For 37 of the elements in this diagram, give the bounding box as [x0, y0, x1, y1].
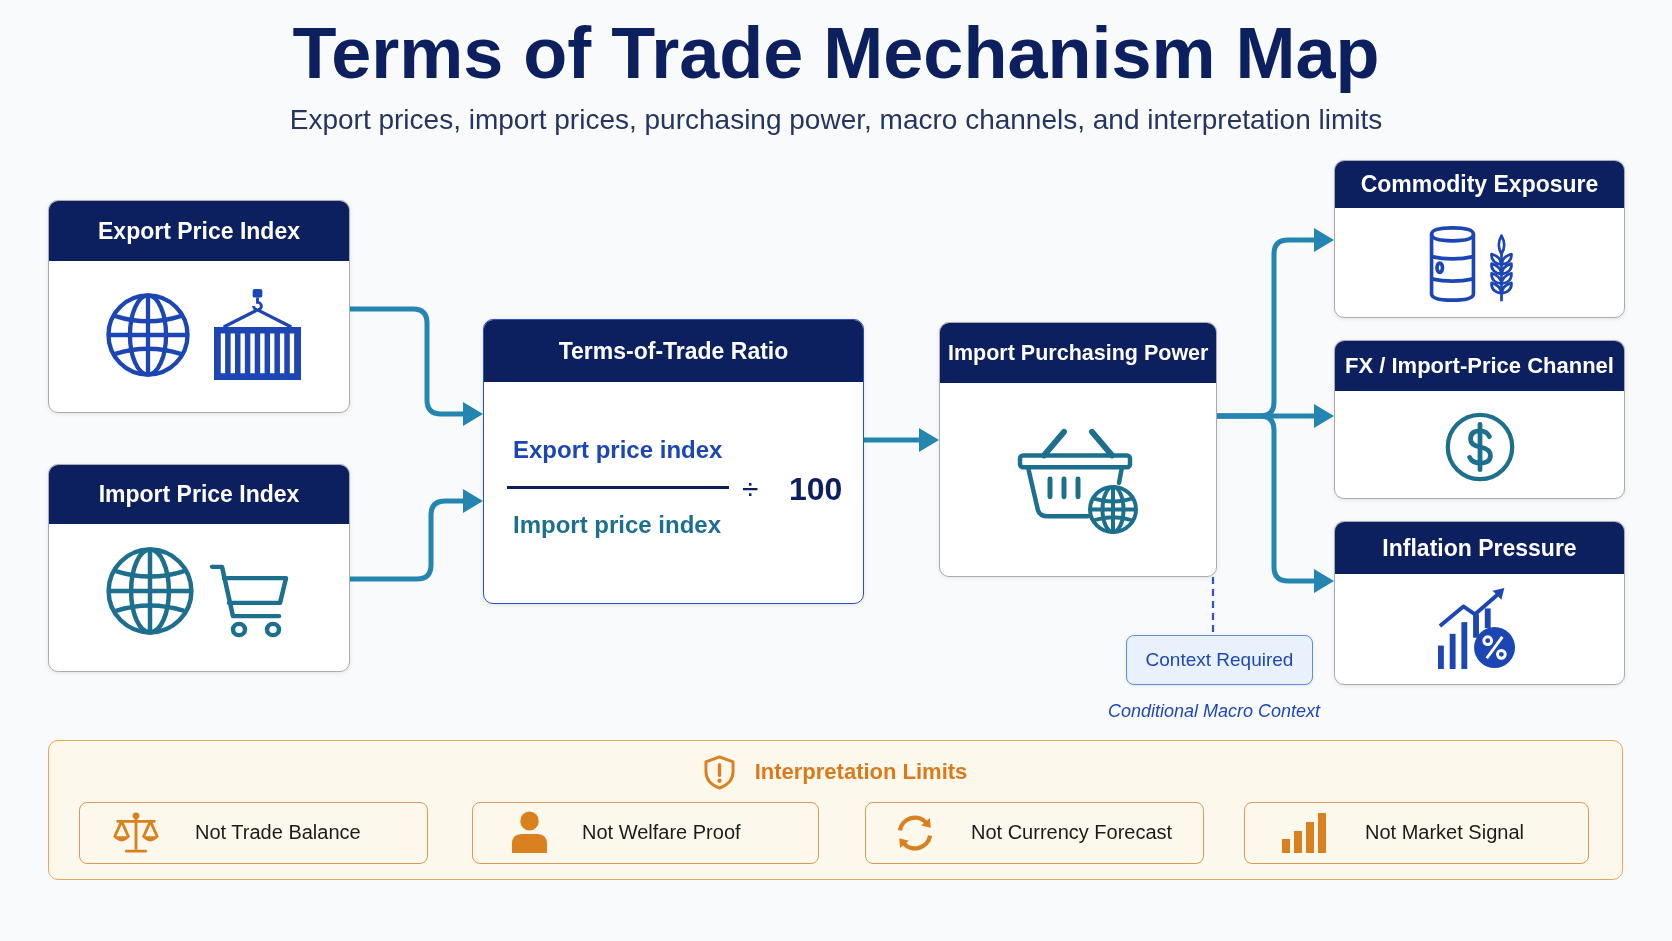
- card-title-bar: Export Price Index: [49, 201, 349, 261]
- process-card: [939, 322, 1217, 577]
- limit-text: Not Currency Forecast: [971, 820, 1173, 845]
- diagram-title: Terms of Trade Mechanism Map: [291, 12, 1381, 95]
- limit-item: [865, 802, 1204, 864]
- denominator-text: Import price index: [513, 509, 722, 540]
- card-title-bar: Import Purchasing Power: [940, 323, 1216, 383]
- connector-arrow: [864, 428, 939, 452]
- process-card: [483, 319, 864, 604]
- card-title-bar: Commodity Exposure: [1335, 161, 1624, 208]
- limit-text: Not Welfare Proof: [582, 820, 741, 845]
- process-card: [1334, 521, 1625, 685]
- process-card: [48, 200, 350, 413]
- card-title-bar: FX / Import-Price Channel: [1335, 341, 1624, 391]
- limit-item: [472, 802, 819, 864]
- connector-arrow: [1217, 413, 1334, 593]
- process-card: [1334, 340, 1625, 499]
- numerator-text: Export price index: [513, 434, 723, 465]
- subtitle-text: Export prices, import prices, purchasing power, macro channels, and interpretation limits: [288, 103, 1384, 137]
- limit-text: Not Market Signal: [1365, 820, 1524, 845]
- process-card: [48, 464, 350, 672]
- connector-arrow: [350, 306, 483, 426]
- card-title-bar: Import Price Index: [49, 465, 349, 524]
- connector-arrow: [350, 489, 483, 582]
- limit-item: [79, 802, 428, 864]
- scale-factor-text: 100: [789, 470, 843, 509]
- card-title-bar: Terms-of-Trade Ratio: [484, 320, 863, 382]
- process-card: [1334, 160, 1625, 318]
- context-tag: Context Required: [1126, 635, 1313, 685]
- card-title-bar: Inflation Pressure: [1335, 522, 1624, 574]
- panel-title: Interpretation Limits: [754, 759, 968, 785]
- division-sign: ÷: [742, 470, 759, 507]
- limit-text: Not Trade Balance: [195, 820, 361, 845]
- note-text: Conditional Macro Context: [1106, 700, 1322, 723]
- limits-panel: [48, 740, 1623, 880]
- dashed-connector: [1211, 577, 1215, 635]
- limit-item: [1244, 802, 1589, 864]
